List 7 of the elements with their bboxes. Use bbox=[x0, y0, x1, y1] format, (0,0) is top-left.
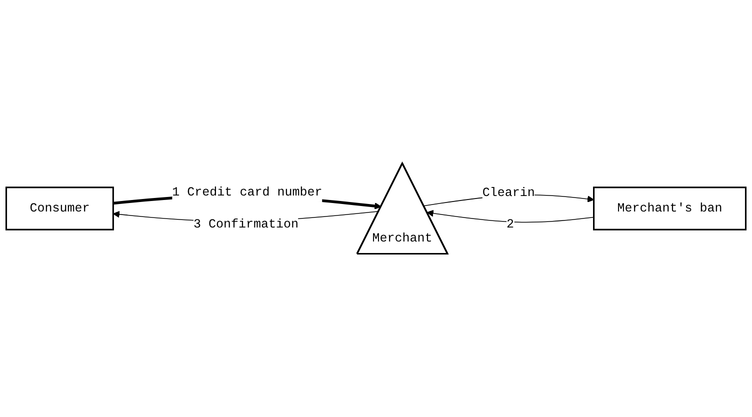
edge-label: Clearin bbox=[482, 186, 535, 200]
node-box: Consumer bbox=[5, 186, 114, 230]
node-box: Merchant's ban bbox=[593, 186, 747, 230]
edge-label: 3 Confirmation bbox=[193, 218, 299, 232]
arrow bbox=[426, 210, 594, 223]
edge-label: 1 Credit card number bbox=[172, 186, 322, 200]
edge-label: 2 bbox=[506, 217, 514, 232]
